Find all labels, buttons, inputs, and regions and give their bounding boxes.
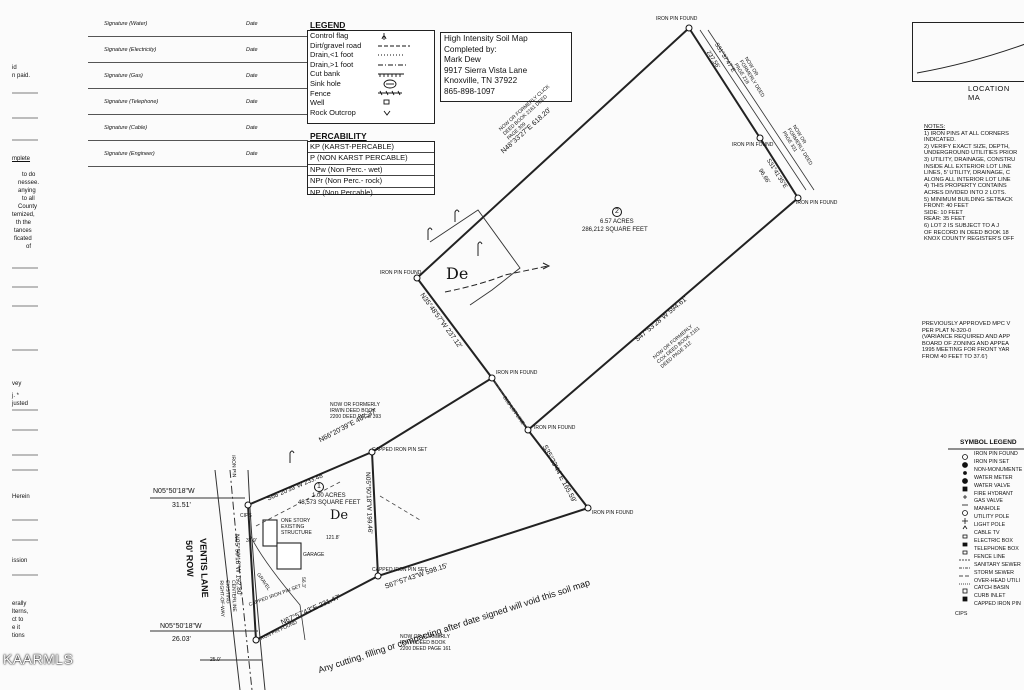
control-flags [289,209,483,463]
lot-1-soil-label: De [330,508,349,523]
location-map-road [916,43,1024,74]
pin-markers [244,24,802,644]
pin-label-road-mid: IRON PIN FOUND [496,370,538,376]
location-map-frame [912,22,1024,82]
deed-lot1-north: NOW OR FORMERLY IRWIN DEED BOOK 2200 DEE… [330,402,382,420]
road-centerline: CENTERLINE EXISTING RIGHT-OF-WAY [218,580,238,617]
road-row: 50' ROW [184,540,196,577]
legend-title: LEGEND [310,20,346,30]
left-margin-lines [12,92,38,576]
legend-items: Control flag Dirt/gravel road Drain,<1 f… [310,31,362,117]
pin-label-lot1-se: CAPPED IRON PIN SET [372,567,428,573]
pin-label-top: IRON PIN FOUND [656,16,698,22]
percability-box: PERCABILITY KP (KARST-PERCABLE) P (NON K… [307,131,435,197]
lot-2-acres: 6.57 ACRES [600,219,634,225]
lot-2-sqft: 286,212 SQUARE FEET [582,227,648,233]
symbol-legend-glyphs [959,454,971,602]
deed-lot1-south: NOW OR FORMERLY IRWIN DEED BOOK 2200 DEE… [400,634,452,652]
soil-map-info-box: High Intensity Soil Map Completed by: Ma… [440,32,572,102]
lot-1-acres: 1.00 ACRES [312,493,346,499]
structure-dim-1: 121.8' [326,535,340,541]
soil-boundary [429,209,521,306]
lot-1-circle [314,482,324,492]
preparer-name: Mark Dew [444,55,481,65]
sw-road-bearing: N05°50'18"W [160,623,202,630]
pin-label-ne-low: IRON PIN FOUND [796,200,838,206]
lot-2-soil-label: De [446,264,469,283]
structure-dim-2: 37.9' [246,538,257,544]
lot-1-number: 1 [317,483,321,490]
structures [262,519,302,570]
percability-title: PERCABILITY [310,131,367,141]
road-lines [150,469,266,690]
signature-row: Signature (Telephone)Date [88,99,308,115]
legend-box: LEGEND Control flag Dirt/gravel road Dra… [307,20,435,124]
pin-label-west: IRON PIN FOUND [380,270,422,276]
preparer-phone: 865-898-1097 [444,86,495,96]
symbol-legend-items: IRON PIN FOUND IRON PIN SET NON-MONUMENT… [974,451,1023,608]
connecting-lines [371,377,589,577]
sw-road-distance: 26.03' [172,636,191,643]
drain-line-lot1 [379,495,421,521]
lot-2-circle [612,207,622,217]
symbol-legend-cips: CIPS [955,611,968,617]
mpc-note-block: PREVIOUSLY APPROVED MPC V PER PLAT N-320… [922,321,1011,360]
signature-row: Signature (Gas)Date [88,73,308,89]
signature-row: Signature (Engineer)Date [88,151,308,167]
drain-arrow-head [542,262,551,270]
notes-block: NOTES: 1) IRON PINS AT ALL CORNERS INDIC… [924,124,1018,243]
drain-arrow [444,265,549,293]
structure-label: ONE STORY EXISTING STRUCTURE [281,518,312,536]
legend-symbols [378,33,410,116]
nw-road-bearing: N05°50'18"W [153,488,195,495]
setback-line [255,481,341,527]
gravel-drive [249,534,306,641]
pin-label-lot1-nw: IRON PIN [230,455,237,478]
signature-row: Signature (Electricity)Date [88,47,308,63]
info-title: High Intensity Soil Map [444,34,528,43]
kaarmls-watermark: KAARMLS [3,651,74,667]
structure-dim-3: 56.3' [300,577,307,588]
signature-row: Signature (Cable)Date [88,125,308,141]
signature-row: Signature (Water)Date [88,21,308,37]
garage-label: GARAGE [303,552,325,558]
pin-label-right-lower: IRON PIN FOUND [592,510,634,516]
cips-label: CIPS [240,513,252,519]
lot-1-sqft: 43,573 SQUARE FEET [298,500,361,506]
road-name: VENTIS LANE [198,538,211,598]
adjoining-lines [699,29,815,191]
nw-road-distance: 31.51' [172,502,191,509]
symbol-legend-rule [948,448,1024,450]
pin-label-ne-mid: IRON PIN FOUND [732,142,774,148]
symbol-legend-title: SYMBOL LEGEND [960,439,1017,446]
lot-2-number: 2 [615,208,619,215]
pin-label-lot1-ne: CAPPED IRON PIN SET [372,447,428,453]
structure-dim-4: 25.0' [210,657,221,663]
pin-label-road-low: IRON PIN FOUND [534,425,576,431]
old-lot-line [491,377,529,431]
location-map-label: LOCATION MA [968,84,1010,102]
